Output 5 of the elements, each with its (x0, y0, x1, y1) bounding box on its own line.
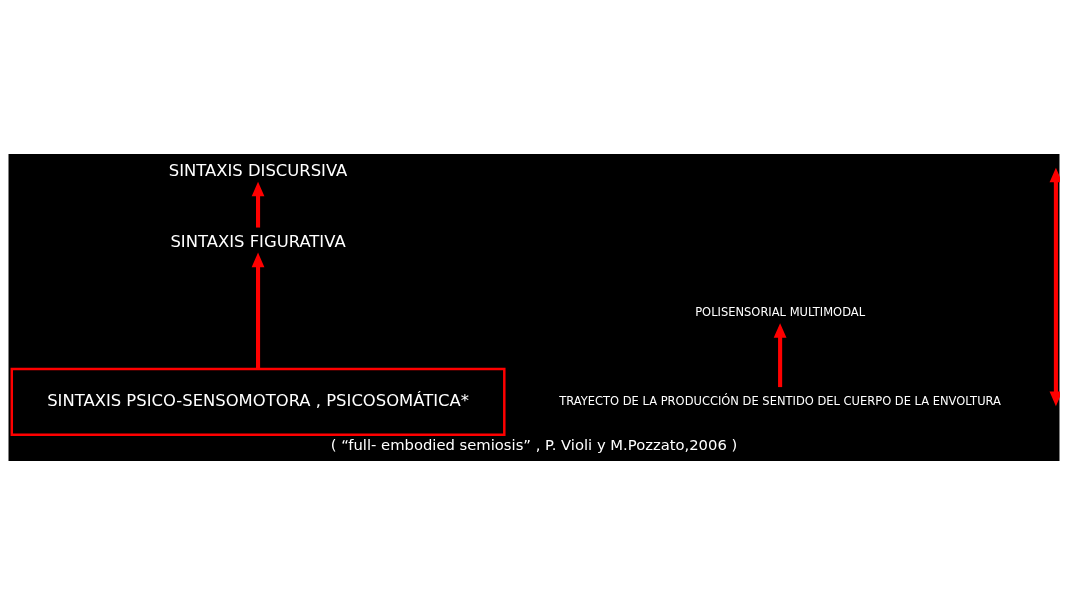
node-text: SINTAXIS DISCURSIVA (168, 161, 348, 181)
caption: ( “full- embodied semiosis” , P. Violi y M.Pozzato,2006 ) (330, 435, 738, 453)
node-text: SINTAXIS FIGURATIVA (170, 231, 346, 251)
node-text: TRAYECTO DE LA PRODUCCIÓN DE SENTIDO DEL CUERPO DE LA ENVOLTURA (559, 393, 1001, 408)
node-text: POLISENSORIAL MULTIMODAL (695, 305, 866, 320)
